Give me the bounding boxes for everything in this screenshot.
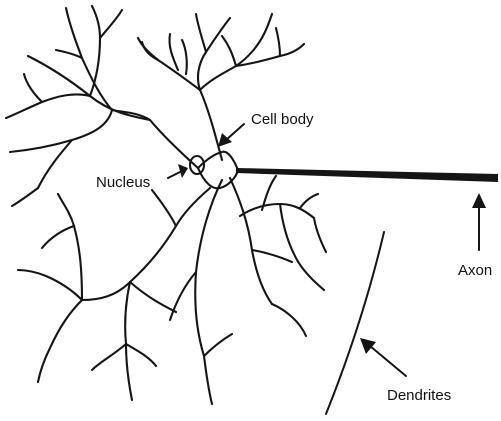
cell-body-arrowhead [218, 133, 232, 147]
dendrites-label-line [326, 232, 384, 414]
dendrites-arrow [370, 346, 406, 376]
label-arrows [168, 124, 486, 376]
dendrites-label: Dendrites [387, 387, 451, 404]
dendrites-arrowhead [360, 338, 376, 354]
lower-dendrites [18, 176, 326, 404]
cell-body-arrow [226, 124, 244, 140]
nucleus-arrow [168, 172, 180, 178]
cell-body [190, 152, 238, 189]
axon-arrowhead [472, 193, 486, 208]
axon [236, 168, 498, 182]
axon-label: Axon [458, 262, 492, 279]
cell-body-label: Cell body [251, 111, 314, 128]
nucleus-label: Nucleus [96, 174, 150, 191]
nucleus-arrowhead [178, 164, 188, 178]
